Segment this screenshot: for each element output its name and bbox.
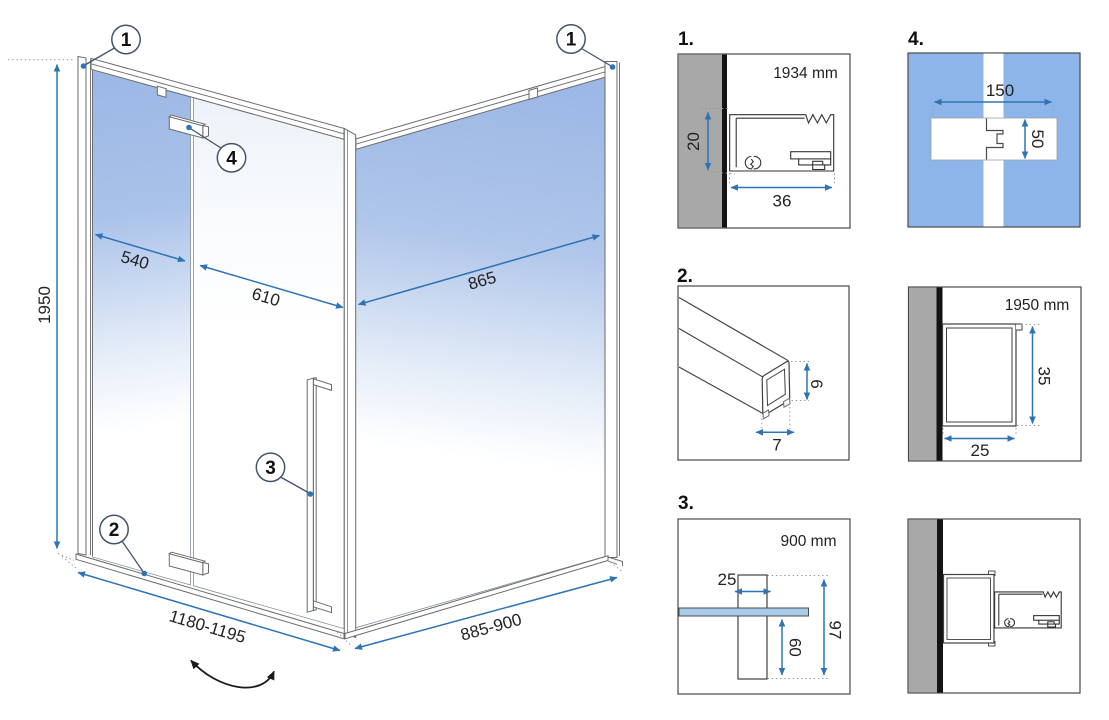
svg-text:20: 20 [684,132,703,151]
svg-text:1950 mm: 1950 mm [1005,297,1070,314]
svg-text:1934 mm: 1934 mm [773,65,838,82]
svg-text:1950: 1950 [35,286,54,324]
svg-text:3: 3 [265,458,276,479]
svg-text:7: 7 [772,436,781,455]
svg-text:2: 2 [109,520,120,541]
svg-text:97: 97 [825,621,844,640]
svg-text:6: 6 [807,379,826,388]
svg-text:25: 25 [971,441,990,460]
svg-text:1.: 1. [678,29,694,50]
svg-text:25: 25 [718,570,737,589]
svg-text:2.: 2. [677,266,693,287]
svg-text:60: 60 [785,638,804,657]
svg-text:4: 4 [226,149,237,170]
svg-text:900 mm: 900 mm [781,533,837,550]
svg-text:150: 150 [986,81,1014,100]
svg-text:1: 1 [121,30,132,51]
svg-text:1: 1 [566,30,577,51]
svg-text:3.: 3. [678,493,694,514]
svg-text:4.: 4. [908,29,924,50]
svg-text:50: 50 [1028,130,1047,149]
svg-text:35: 35 [1035,367,1054,386]
svg-text:36: 36 [773,192,792,211]
